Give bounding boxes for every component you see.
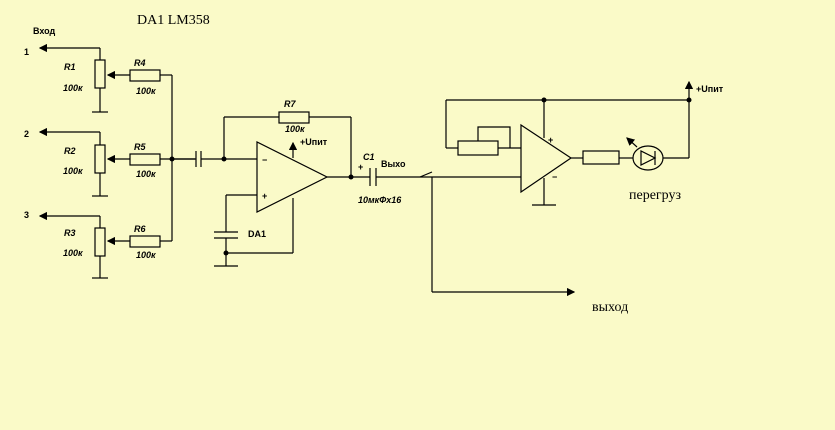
resistor-r7-name: R7 bbox=[284, 99, 296, 109]
resistor-r6-name: R6 bbox=[134, 224, 146, 234]
output-label: выход bbox=[592, 300, 628, 315]
input-2-label: 2 bbox=[24, 129, 29, 139]
led-icon bbox=[640, 150, 657, 166]
resistor-r4 bbox=[129, 69, 161, 82]
opamp-plus: + bbox=[262, 191, 267, 201]
pot-r2-value: 100к bbox=[63, 166, 83, 176]
input-label: Вход bbox=[33, 26, 56, 36]
input-channel-2: 2 R2 100к R5 100к bbox=[24, 127, 195, 197]
resistor-r6-value: 100к bbox=[136, 250, 156, 260]
resistor-r5-name: R5 bbox=[134, 142, 146, 152]
resistor-r4-value: 100к bbox=[136, 86, 156, 96]
pot-r3-value: 100к bbox=[63, 248, 83, 258]
title: DA1 LM358 bbox=[137, 13, 210, 28]
resistor-r7 bbox=[278, 111, 310, 124]
cap-name: C1 bbox=[363, 152, 375, 162]
input-channel-3: 3 R3 100к R6 100к bbox=[24, 210, 172, 279]
led-light-arrow bbox=[626, 137, 638, 148]
resistor-r5-value: 100к bbox=[136, 169, 156, 179]
comparator bbox=[520, 123, 573, 194]
pot-r3-name: R3 bbox=[64, 228, 76, 238]
pot-r3 bbox=[94, 227, 106, 257]
svg-text:−: − bbox=[552, 172, 557, 182]
resistor-r5 bbox=[129, 153, 161, 166]
input-3-label: 3 bbox=[24, 210, 29, 220]
resistor-r7-value: 100к bbox=[285, 124, 305, 134]
output-tick-icon bbox=[419, 171, 433, 178]
input-channel-1: 1 R1 100к R4 100к bbox=[24, 43, 172, 113]
threshold-pot bbox=[457, 140, 499, 156]
opamp-supply: +Uпит bbox=[300, 137, 328, 147]
output-short-label: Выхо bbox=[381, 159, 406, 169]
opamp-name: DA1 bbox=[248, 229, 266, 239]
svg-text:+: + bbox=[548, 135, 553, 145]
overload-label: перегруз bbox=[629, 188, 681, 203]
resistor-r4-name: R4 bbox=[134, 58, 146, 68]
pot-r2 bbox=[94, 144, 106, 174]
resistor-r6 bbox=[129, 235, 161, 248]
threshold-pot-wiper bbox=[477, 126, 511, 148]
opamp-minus: − bbox=[262, 155, 267, 165]
overload-led bbox=[632, 145, 664, 171]
pot-r1-name: R1 bbox=[64, 62, 76, 72]
cap-value: 10мкФх16 bbox=[358, 195, 402, 205]
opamp-da1 bbox=[256, 141, 329, 213]
pot-r2-name: R2 bbox=[64, 146, 76, 156]
led-resistor bbox=[582, 150, 620, 165]
overload-supply: +Uпит bbox=[696, 84, 724, 94]
input-1-label: 1 bbox=[24, 47, 29, 57]
pot-r1 bbox=[94, 59, 106, 89]
cap-plus: + bbox=[358, 162, 363, 172]
pot-r1-value: 100к bbox=[63, 83, 83, 93]
